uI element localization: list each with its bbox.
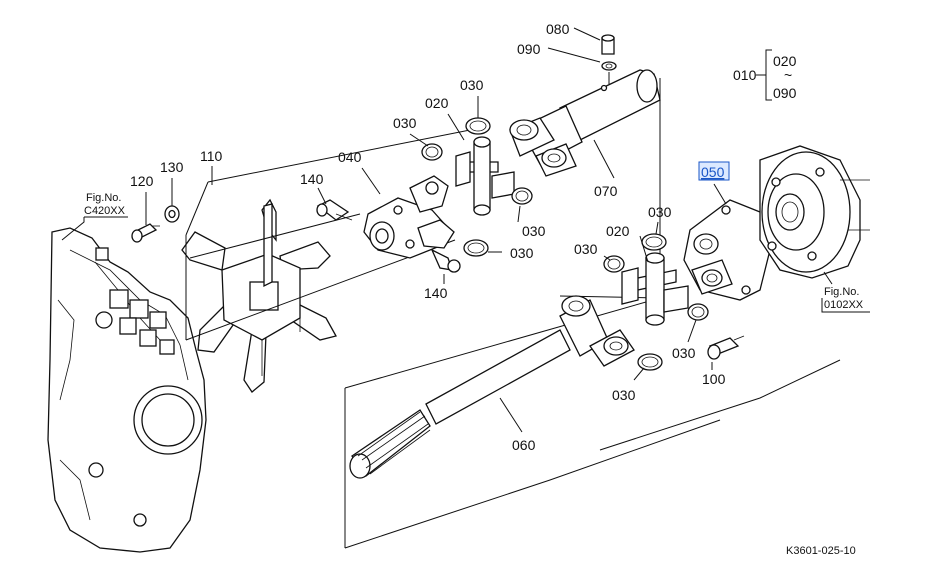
washer-090 bbox=[601, 61, 617, 71]
label-140-lower: 140 bbox=[424, 285, 448, 301]
label-020-range: 020 bbox=[773, 53, 797, 69]
label-100: 100 bbox=[702, 371, 726, 387]
label-030-g: 030 bbox=[672, 345, 696, 361]
flange-yoke-050 bbox=[683, 199, 771, 301]
label-040: 040 bbox=[338, 149, 362, 165]
label-060: 060 bbox=[512, 437, 536, 453]
cross-joint-020-upper bbox=[455, 136, 515, 216]
drawing-code: K3601-025-10 bbox=[786, 545, 856, 557]
fig-ref-right-title: Fig.No. bbox=[824, 286, 859, 298]
bolt-140-upper bbox=[316, 199, 353, 221]
transmission-housing bbox=[47, 227, 207, 553]
label-030-h: 030 bbox=[612, 387, 636, 403]
label-130: 130 bbox=[160, 159, 184, 175]
fig-ref-right: Fig.No. 0102XX bbox=[821, 286, 870, 313]
label-050[interactable]: 050 bbox=[701, 164, 725, 180]
range-bracket bbox=[765, 49, 772, 101]
label-070: 070 bbox=[594, 183, 618, 199]
label-020-top: 020 bbox=[425, 95, 449, 111]
washer-130 bbox=[164, 205, 180, 223]
grease-nipple-080 bbox=[601, 34, 615, 55]
fig-ref-left: Fig.No. C420XX bbox=[84, 192, 128, 218]
shaft-060 bbox=[349, 295, 635, 479]
label-080: 080 bbox=[546, 21, 570, 37]
label-090: 090 bbox=[517, 41, 541, 57]
label-120: 120 bbox=[130, 173, 154, 189]
label-030-c: 030 bbox=[522, 223, 546, 239]
bolt-120 bbox=[131, 223, 160, 243]
label-110: 110 bbox=[200, 148, 223, 164]
label-030-f: 030 bbox=[574, 241, 598, 257]
fig-ref-right-code[interactable]: 0102XX bbox=[824, 299, 864, 311]
fan-110 bbox=[181, 198, 337, 393]
label-range-sep: ~ bbox=[784, 67, 792, 83]
shaft-070 bbox=[509, 69, 661, 177]
label-090-range: 090 bbox=[773, 85, 797, 101]
highlight-box-050 bbox=[698, 161, 730, 181]
label-010: 010 bbox=[733, 67, 757, 83]
label-030-d: 030 bbox=[510, 245, 534, 261]
label-030-a: 030 bbox=[460, 77, 484, 93]
label-140-upper: 140 bbox=[300, 171, 324, 187]
fig-ref-left-code[interactable]: C420XX bbox=[84, 205, 126, 217]
circlips-030-upper bbox=[421, 117, 533, 257]
circlips-030-lower bbox=[603, 233, 709, 371]
label-030-e: 030 bbox=[648, 204, 672, 220]
fig-ref-left-title: Fig.No. bbox=[86, 192, 121, 204]
bolt-140-lower bbox=[430, 248, 461, 273]
label-020-lower: 020 bbox=[606, 223, 630, 239]
part-labels: 010 020 ~ 090 080 090 030 020 030 040 11… bbox=[130, 21, 797, 453]
label-030-b: 030 bbox=[393, 115, 417, 131]
yoke-040 bbox=[363, 175, 455, 259]
cross-joint-020-lower bbox=[621, 252, 689, 326]
bolt-100 bbox=[707, 335, 745, 360]
drive-housing bbox=[759, 145, 870, 279]
